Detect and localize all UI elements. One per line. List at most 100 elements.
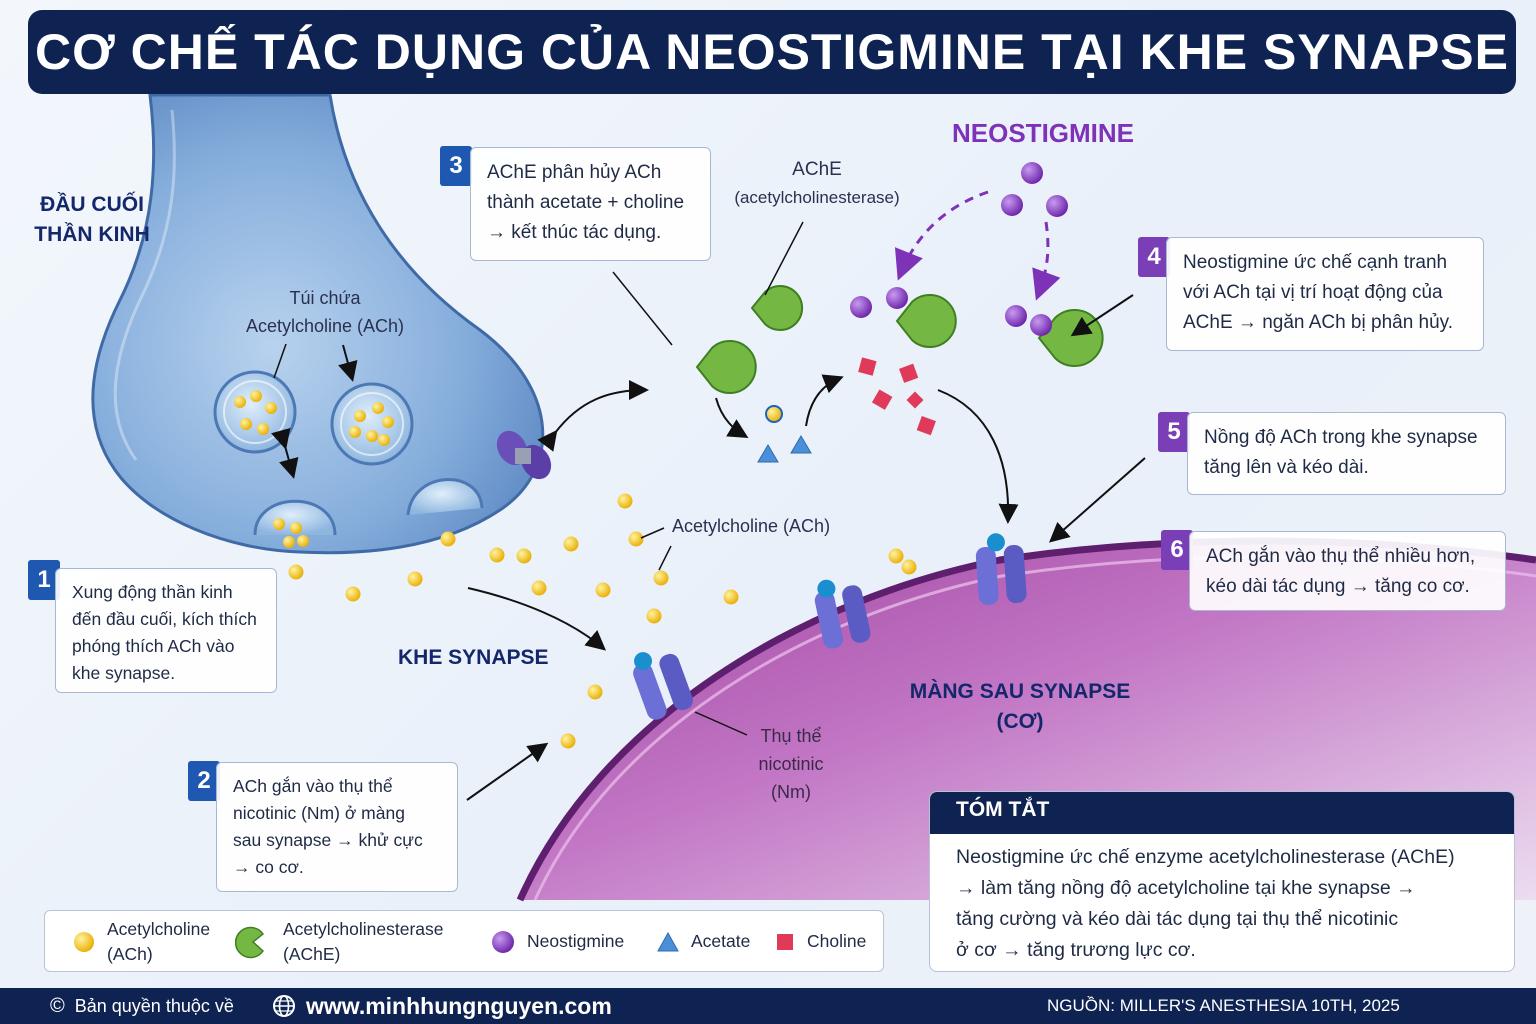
step-2-line: nicotinic (Nm) ở màng <box>233 803 405 823</box>
step-2-line: sau synapse → khử cực <box>233 830 423 850</box>
website-link[interactable]: www.minhhungnguyen.com <box>306 992 612 1019</box>
choline-products <box>858 357 936 436</box>
step-3-line: → kết thúc tác dụng. <box>487 222 662 243</box>
ach-molecule <box>354 410 366 422</box>
legend-label: Acetate <box>691 931 751 951</box>
step-4-line: Neostigmine ức chế cạnh tranh <box>1183 252 1448 273</box>
ach-molecule <box>617 493 633 509</box>
receptor-label-line: nicotinic <box>758 754 824 774</box>
nerve-terminal <box>91 93 545 555</box>
postsynaptic-label-line: MÀNG SAU SYNAPSE <box>909 680 1131 703</box>
step-5-line: Nồng độ ACh trong khe synapse <box>1204 427 1478 448</box>
ach-molecule <box>587 684 603 700</box>
footer-source: NGUỒN: MILLER'S ANESTHESIA 10TH, 2025 <box>1047 996 1400 1015</box>
fusing-vesicle <box>406 478 484 516</box>
step-3-box: AChE phân hủy ACh thành acetate + cholin… <box>470 147 711 261</box>
summary-line: tăng cường và kéo dài tác dụng tại thụ t… <box>956 908 1399 930</box>
ach-dot-icon <box>74 932 94 952</box>
step-4-line: với ACh tại vị trí hoạt động của <box>1183 282 1443 303</box>
ach-molecule <box>560 733 576 749</box>
cleft-label: KHE SYNAPSE <box>398 646 549 669</box>
neostigmine-dot-icon <box>492 930 514 953</box>
ach-molecule <box>723 589 739 605</box>
step-2-line: → co cơ. <box>233 857 304 877</box>
vesicle-label-line: Acetylcholine (ACh) <box>245 316 405 336</box>
ach-molecule <box>888 548 904 564</box>
receptor-label: Thụ thể nicotinic (Nm) <box>745 722 837 806</box>
step-6-box: ACh gắn vào thụ thể nhiều hơn, kéo dài t… <box>1189 531 1506 611</box>
neostigmine-molecules <box>850 162 1068 336</box>
ach-molecule <box>516 548 532 564</box>
step-2-line: ACh gắn vào thụ thể <box>233 776 393 796</box>
step-1-line: đến đầu cuối, kích thích <box>72 609 257 629</box>
step-5-line: tăng lên và kéo dài. <box>1204 457 1369 478</box>
legend-label: (ACh) <box>107 944 153 964</box>
step-1-box: Xung động thần kinh đến đầu cuối, kích t… <box>55 568 277 693</box>
step-5-number: 5 <box>1158 412 1190 452</box>
ach-molecule <box>257 423 269 435</box>
choline-square-icon <box>777 933 793 950</box>
ach-molecule <box>489 547 505 563</box>
ache-label: AChE (acetylcholinesterase) <box>717 156 917 212</box>
ach-molecule <box>283 536 295 548</box>
ach-molecule <box>378 434 390 446</box>
ache-enzyme-icon <box>235 926 265 959</box>
ach-molecule <box>563 536 579 552</box>
vesicle <box>213 370 297 454</box>
step-1-line: Xung động thần kinh <box>72 582 233 602</box>
ach-molecule <box>595 582 611 598</box>
summary-body: Neostigmine ức chế enzyme acetylcholines… <box>930 834 1514 971</box>
ach-label: Acetylcholine (ACh) <box>672 516 831 536</box>
summary-panel: TÓM TẮT Neostigmine ức chế enzyme acetyl… <box>929 791 1515 972</box>
step-4-box: Neostigmine ức chế cạnh tranh với ACh tạ… <box>1166 237 1484 351</box>
footer-copyright: © Bản quyền thuộc về <box>50 988 234 1024</box>
ach-molecule <box>366 430 378 442</box>
step-6-line: kéo dài tác dụng → tăng co cơ. <box>1206 576 1470 597</box>
postsynaptic-label-line: (CƠ) <box>996 710 1044 733</box>
ach-molecule <box>407 571 423 587</box>
nerve-ending-line: THẦN KINH <box>34 223 150 246</box>
step-1-number: 1 <box>28 560 60 600</box>
legend: Acetylcholine (ACh) Acetylcholinesterase(… <box>44 910 884 972</box>
legend-item-ach: Acetylcholine (ACh) <box>73 917 210 967</box>
ach-molecule <box>440 531 456 547</box>
ach-molecule <box>273 518 285 530</box>
footer: © Bản quyền thuộc về www.minhhungnguyen.… <box>0 988 1536 1024</box>
vesicle <box>330 382 414 466</box>
ach-molecule <box>288 564 304 580</box>
ache-enzyme <box>895 294 957 348</box>
step-3-number: 3 <box>440 146 472 186</box>
receptor-label-line: Thụ thể <box>760 726 822 746</box>
legend-label: Acetylcholinesterase <box>283 919 444 939</box>
presynaptic-channel <box>496 430 552 480</box>
footer-website[interactable]: www.minhhungnguyen.com <box>272 988 612 1024</box>
step-6-number: 6 <box>1161 530 1193 570</box>
step-2-number: 2 <box>188 761 220 801</box>
nicotinic-receptor <box>975 533 1027 605</box>
legend-label: Acetylcholine <box>107 919 211 939</box>
step-4-line: AChE → ngăn ACh bị phân hủy. <box>1183 312 1454 333</box>
vesicle-label: Túi chứa Acetylcholine (ACh) <box>230 284 420 340</box>
step-1-line: khe synapse. <box>72 663 176 683</box>
summary-line: ở cơ → tăng trương lực cơ. <box>956 939 1196 961</box>
legend-item-ache: Acetylcholinesterase(AChE) <box>235 917 444 967</box>
step-3-line: thành acetate + choline <box>487 192 685 213</box>
nerve-ending-line: ĐẦU CUỐI <box>40 193 144 216</box>
nicotinic-receptor <box>814 579 871 649</box>
neostigmine-title: NEOSTIGMINE <box>952 118 1135 148</box>
receptor-label-line: (Nm) <box>771 782 811 802</box>
ach-molecule <box>372 402 384 414</box>
step-6-line: ACh gắn vào thụ thể nhiều hơn, <box>1206 546 1476 567</box>
ache-enzyme <box>695 340 757 394</box>
vesicle-label-line: Túi chứa <box>289 288 361 308</box>
ach-molecule <box>265 402 277 414</box>
ach-molecule <box>901 559 917 575</box>
postsynaptic-label: MÀNG SAU SYNAPSE (CƠ) <box>900 677 1140 737</box>
step-3-line: AChE phân hủy ACh <box>487 162 662 183</box>
ache-enzyme <box>750 285 804 331</box>
acetate-triangle-icon <box>657 931 679 951</box>
summary-heading: TÓM TẮT <box>930 792 1514 834</box>
ach-molecule <box>250 390 262 402</box>
ach-molecule <box>234 396 246 408</box>
nerve-ending-label: ĐẦU CUỐI THẦN KINH <box>22 190 162 250</box>
